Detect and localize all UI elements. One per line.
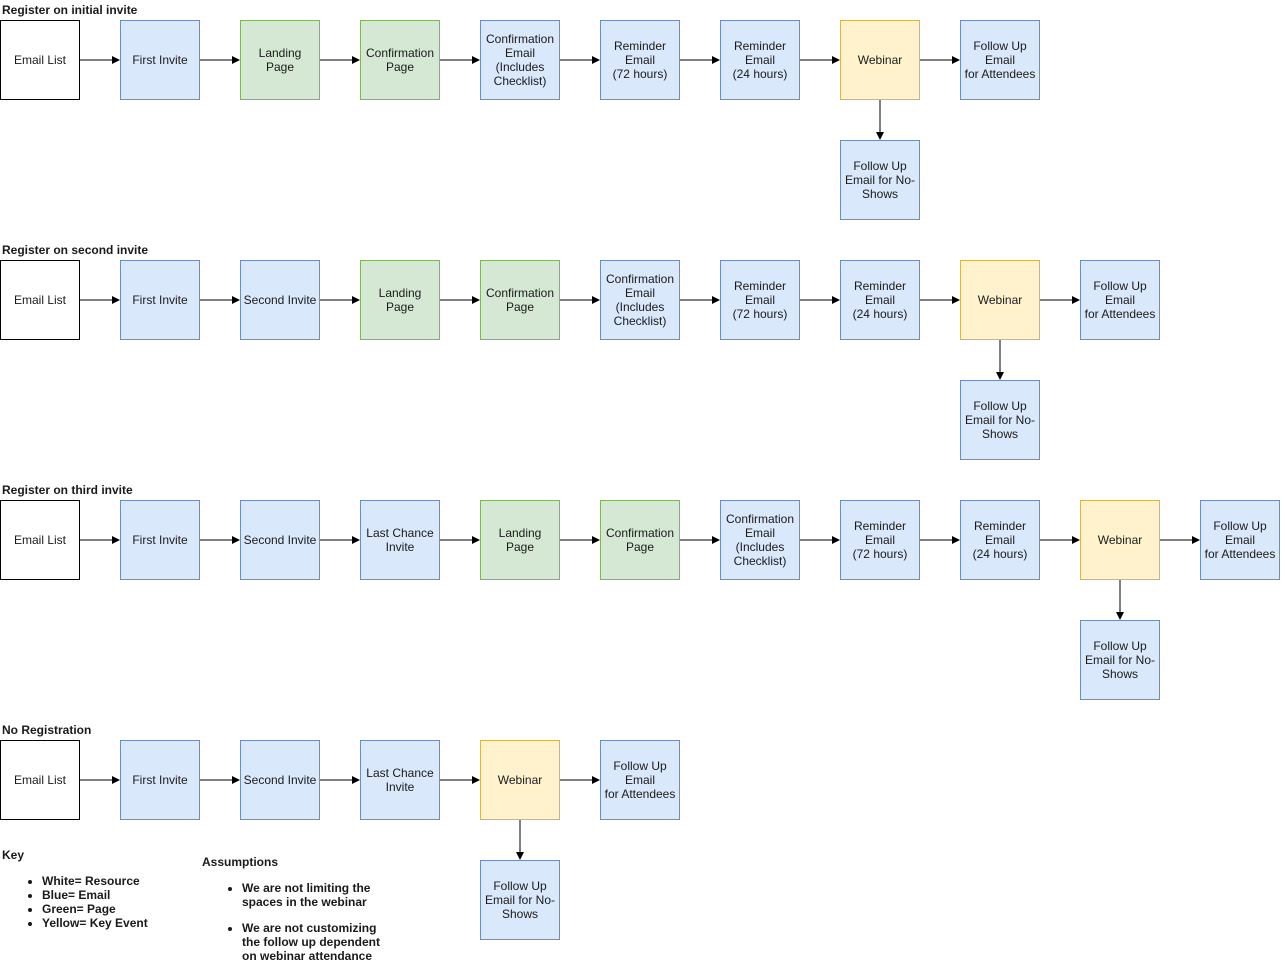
flow-node-email: Confirmation Email (Includes Checklist): [480, 20, 560, 100]
key-item: Blue= Email: [42, 888, 222, 902]
flow-node-email: Confirmation Email (Includes Checklist): [720, 500, 800, 580]
row-title: Register on initial invite: [2, 3, 138, 17]
flow-node-email: Reminder Email (72 hours): [720, 260, 800, 340]
key-title: Key: [2, 848, 25, 862]
key-list: White= ResourceBlue= EmailGreen= PageYel…: [2, 874, 222, 930]
flow-node-event: Webinar: [960, 260, 1040, 340]
row-title: Register on second invite: [2, 243, 149, 257]
flow-node-email: First Invite: [120, 500, 200, 580]
assumptions-item: We are not limiting the spaces in the we…: [242, 881, 392, 909]
flow-node-event: Webinar: [840, 20, 920, 100]
flow-node-email: Second Invite: [240, 740, 320, 820]
flow-node-no-shows: Follow Up Email for No- Shows: [1080, 620, 1160, 700]
assumptions-title: Assumptions: [202, 855, 279, 869]
assumptions-item: We are not customizing the follow up dep…: [242, 921, 392, 963]
flow-node-email: Follow Up Email for Attendees: [960, 20, 1040, 100]
row-title: Register on third invite: [2, 483, 133, 497]
flow-node-email: Reminder Email (72 hours): [840, 500, 920, 580]
key-item: Green= Page: [42, 902, 222, 916]
flow-node-email: Reminder Email (72 hours): [600, 20, 680, 100]
flow-node-resource: Email List: [0, 740, 80, 820]
flow-node-page: Confirmation Page: [360, 20, 440, 100]
flow-node-resource: Email List: [0, 500, 80, 580]
flow-node-email: Reminder Email (24 hours): [960, 500, 1040, 580]
flow-node-email: Second Invite: [240, 260, 320, 340]
flow-node-resource: Email List: [0, 20, 80, 100]
flow-node-page: Confirmation Page: [600, 500, 680, 580]
flow-node-email: Reminder Email (24 hours): [840, 260, 920, 340]
flow-node-email: Follow Up Email for Attendees: [600, 740, 680, 820]
flow-node-page: Landing Page: [360, 260, 440, 340]
flow-node-email: First Invite: [120, 740, 200, 820]
flow-node-email: Last Chance Invite: [360, 500, 440, 580]
flow-node-page: Confirmation Page: [480, 260, 560, 340]
flow-node-resource: Email List: [0, 260, 80, 340]
row-title: No Registration: [2, 723, 92, 737]
key-item: Yellow= Key Event: [42, 916, 222, 930]
flow-node-email: First Invite: [120, 20, 200, 100]
flow-node-email: Last Chance Invite: [360, 740, 440, 820]
flow-node-email: Reminder Email (24 hours): [720, 20, 800, 100]
flow-node-no-shows: Follow Up Email for No- Shows: [840, 140, 920, 220]
key-item: White= Resource: [42, 874, 222, 888]
flow-node-page: Landing Page: [480, 500, 560, 580]
flow-node-no-shows: Follow Up Email for No- Shows: [480, 860, 560, 940]
flow-node-email: Second Invite: [240, 500, 320, 580]
flow-node-no-shows: Follow Up Email for No- Shows: [960, 380, 1040, 460]
flow-node-page: Landing Page: [240, 20, 320, 100]
assumptions-list: We are not limiting the spaces in the we…: [202, 881, 392, 975]
flow-node-event: Webinar: [1080, 500, 1160, 580]
flow-node-email: First Invite: [120, 260, 200, 340]
flow-node-email: Confirmation Email (Includes Checklist): [600, 260, 680, 340]
flow-node-email: Follow Up Email for Attendees: [1200, 500, 1280, 580]
flow-node-email: Follow Up Email for Attendees: [1080, 260, 1160, 340]
flow-node-event: Webinar: [480, 740, 560, 820]
